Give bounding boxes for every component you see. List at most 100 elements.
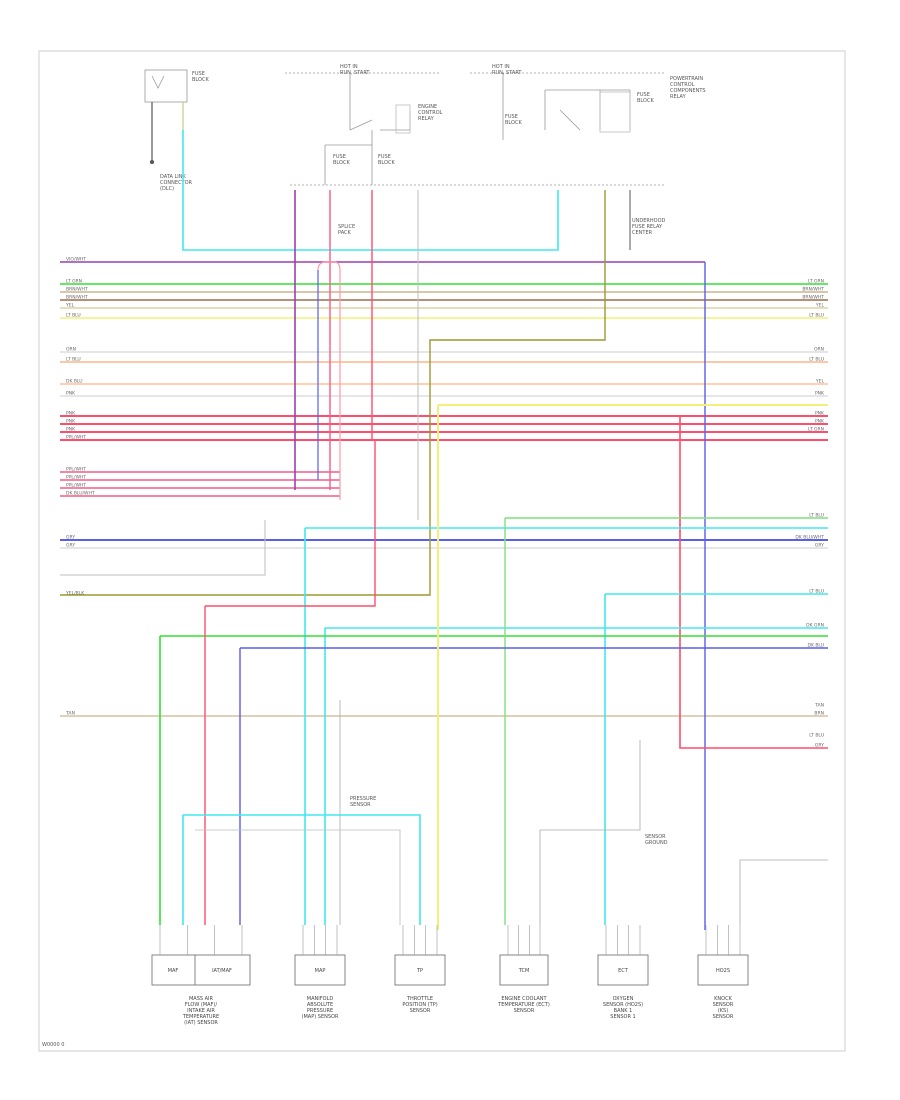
left-wire-label: PNK bbox=[66, 419, 76, 425]
left-wire-label: DK BLU bbox=[66, 379, 83, 385]
right-wire-label: LT BLU bbox=[809, 513, 824, 519]
sensor-ground-label: SENSOR bbox=[645, 834, 666, 840]
right-wire-label: DK BLU/WHT bbox=[795, 535, 824, 541]
fuse-block-f: FUSE bbox=[637, 92, 650, 98]
left-wire-label: BRN/WHT bbox=[66, 295, 88, 301]
right-wire-label: PNK bbox=[815, 391, 825, 397]
component-caption-line: SENSOR bbox=[713, 1014, 734, 1020]
powertrain-label4: RELAY bbox=[670, 94, 687, 100]
left-wire-label: PPL/WHT bbox=[66, 483, 86, 489]
right-wire-label: YEL bbox=[815, 379, 825, 385]
right-wire-label: GRY bbox=[815, 543, 824, 549]
right-wire-label: LT BLU bbox=[809, 313, 824, 319]
fuse-d-label2: BLOCK bbox=[378, 160, 395, 166]
component-caption-line: MANIFOLD bbox=[307, 996, 334, 1002]
splice-label: SPLICE bbox=[338, 224, 355, 230]
component-box-label: MAF bbox=[168, 968, 179, 974]
left-wire-label: GRY bbox=[66, 543, 75, 549]
splice-label2: PACK bbox=[338, 230, 352, 236]
top-section bbox=[144, 69, 665, 186]
component-caption-line: PRESSURE bbox=[307, 1008, 333, 1014]
hot-in-run-label-b: HOT IN bbox=[492, 64, 510, 70]
diagram-frame bbox=[38, 50, 846, 1052]
right-wire-label: BRN/WHT bbox=[802, 295, 824, 301]
powertrain-label2: CONTROL bbox=[670, 82, 695, 88]
left-wire-label: YEL bbox=[65, 303, 75, 309]
component-caption-line: (IAT) SENSOR bbox=[184, 1020, 218, 1026]
right-wire-label: TAN bbox=[814, 703, 824, 709]
right-wire-label: BRN bbox=[814, 711, 824, 717]
fuse-c-label: FUSE bbox=[333, 154, 346, 160]
component-caption-line: SENSOR bbox=[514, 1008, 535, 1014]
left-wire-label: GRY bbox=[66, 535, 75, 541]
left-wire-label: PPL/WHT bbox=[66, 435, 86, 441]
powertrain-label3: COMPONENTS bbox=[670, 88, 706, 94]
right-wire-label: LT BLU bbox=[809, 589, 824, 595]
hot-in-run-label-b2: RUN, START bbox=[492, 70, 522, 76]
right-wire-label: BRN/WHT bbox=[802, 287, 824, 293]
left-wire-label: PNK bbox=[66, 391, 76, 397]
left-wire-label: TAN bbox=[65, 711, 75, 717]
engine-relay-label: ENGINE bbox=[418, 104, 437, 110]
component-caption-line: OXYGEN bbox=[613, 996, 634, 1002]
fuse-block-f2: BLOCK bbox=[637, 98, 654, 104]
component-caption-line: THROTTLE bbox=[406, 996, 433, 1002]
underhood-label3: CENTER bbox=[632, 230, 653, 236]
left-wire-label: LT BLU bbox=[66, 357, 81, 363]
fuse-block-left bbox=[144, 69, 188, 103]
right-wire-label: LT GRN bbox=[808, 279, 824, 285]
right-wire-label: LT BLU bbox=[809, 733, 824, 739]
fuse-block-label-a2: BLOCK bbox=[192, 77, 209, 83]
component-caption-line: FLOW (MAF)/ bbox=[185, 1002, 217, 1008]
data-link-label3: (DLC) bbox=[160, 186, 174, 192]
component-box-label-2: IAT/MAF bbox=[212, 968, 232, 974]
vertical-wires bbox=[60, 170, 828, 930]
fuse-e-label2: BLOCK bbox=[505, 120, 522, 126]
component-box-label: MAP bbox=[315, 968, 326, 974]
fuse-block-label-a: FUSE bbox=[192, 71, 205, 77]
powertrain-relay bbox=[599, 91, 631, 133]
underhood-label: UNDERHOOD bbox=[632, 218, 666, 224]
top-labels: FUSE BLOCK HOT IN RUN, START HOT IN RUN,… bbox=[160, 64, 706, 236]
component-box-label: TP bbox=[416, 968, 423, 974]
component-caption-line: SENSOR 1 bbox=[610, 1014, 635, 1020]
component-caption-line: MASS AIR bbox=[189, 996, 214, 1002]
fuse-d-label: FUSE bbox=[378, 154, 391, 160]
footer-code: W0000 0 bbox=[42, 1042, 64, 1048]
hot-in-run-label: HOT IN bbox=[340, 64, 358, 70]
left-wire-label: PPL/WHT bbox=[66, 467, 86, 473]
right-wire-label: LT GRN bbox=[808, 427, 824, 433]
component-caption-line: SENSOR bbox=[713, 1002, 734, 1008]
component-caption-line: TEMPERATURE bbox=[182, 1014, 219, 1020]
left-wire-label: BRN/WHT bbox=[66, 287, 88, 293]
data-link-label2: CONNECTOR bbox=[160, 180, 193, 186]
component-caption-line: POSITION (TP) bbox=[402, 1002, 437, 1008]
component-box-label: HO2S bbox=[716, 968, 730, 974]
sensor-ground-label2: GROUND bbox=[645, 840, 668, 846]
right-wire-label: PNK bbox=[815, 419, 825, 425]
left-wire-label: PNK bbox=[66, 411, 76, 417]
component-caption-line: SENSOR (HO2S) bbox=[603, 1002, 643, 1008]
right-wire-label: PNK bbox=[815, 411, 825, 417]
hot-in-run-label2: RUN, START bbox=[340, 70, 370, 76]
component-caption-line: INTAKE AIR bbox=[187, 1008, 215, 1014]
right-wire-label: ORN bbox=[814, 347, 824, 353]
right-wire-label: DK GRN bbox=[806, 623, 824, 629]
component-caption-line: (KS) bbox=[718, 1008, 728, 1014]
component-caption-line: KNOCK bbox=[714, 996, 732, 1002]
fuse-c-label2: BLOCK bbox=[333, 160, 350, 166]
data-link-label: DATA LINK bbox=[160, 174, 186, 180]
right-wire-label: LT BLU bbox=[809, 357, 824, 363]
pressure-sensor-label: PRESSURE bbox=[350, 796, 376, 802]
left-wire-label: DK BLU/WHT bbox=[66, 491, 95, 497]
component-caption-line: ENGINE COOLANT bbox=[501, 996, 547, 1002]
